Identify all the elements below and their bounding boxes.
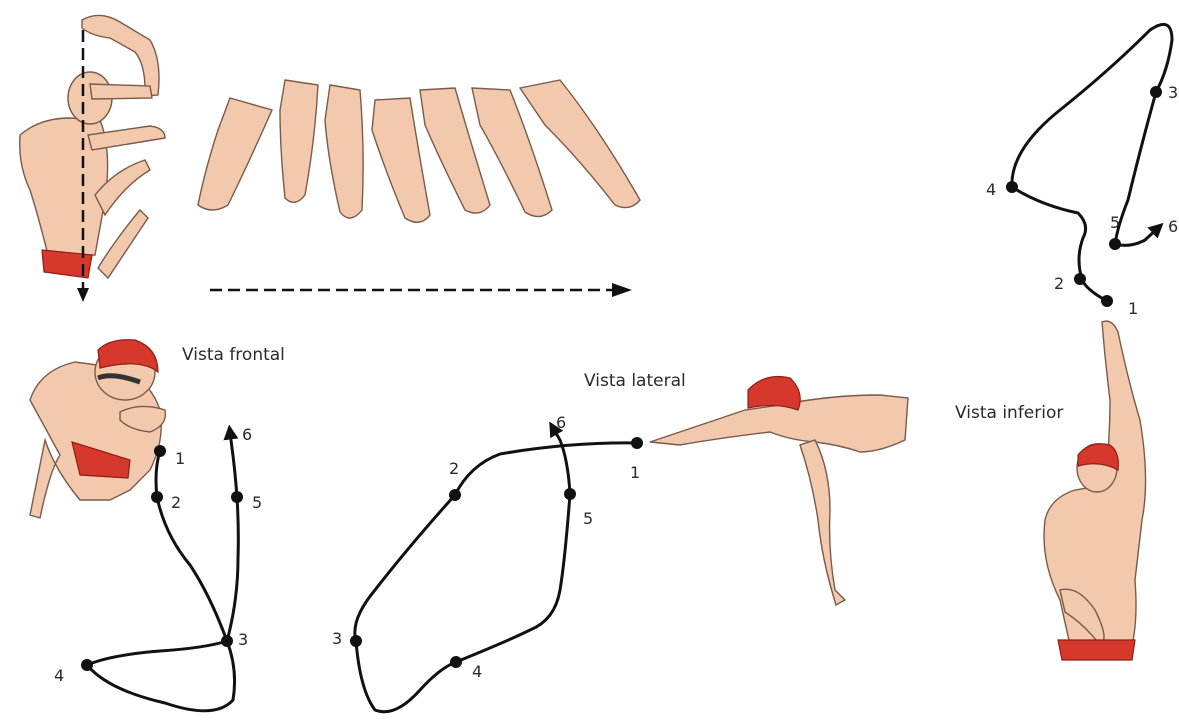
lateral-path	[355, 428, 637, 712]
lateral-point-4: 4	[472, 662, 482, 681]
inferior-point-4: 4	[986, 180, 996, 199]
inferior-swimmer-figure	[1044, 321, 1146, 660]
label-vista-inferior: Vista inferior	[955, 403, 1063, 423]
lateral-swimmer-figure	[650, 377, 908, 606]
inferior-path	[1012, 24, 1172, 301]
lateral-point-6: 6	[556, 413, 566, 432]
top-left-arm-sequence	[20, 15, 165, 278]
frontal-swimmer-figure	[30, 340, 165, 518]
frontal-point-6: 6	[242, 425, 252, 444]
frontal-point-5: 5	[252, 493, 262, 512]
lateral-points	[350, 437, 643, 668]
frontal-point-3: 3	[238, 630, 248, 649]
frontal-point-2: 2	[171, 493, 181, 512]
lateral-point-1: 1	[630, 463, 640, 482]
horizontal-arrow-head	[612, 283, 632, 297]
vertical-arrow-head	[77, 288, 89, 302]
label-vista-frontal: Vista frontal	[182, 345, 285, 365]
lateral-point-3: 3	[332, 629, 342, 648]
frontal-point-1: 1	[175, 449, 185, 468]
inferior-point-6: 6	[1168, 217, 1178, 236]
inferior-point-1: 1	[1128, 299, 1138, 318]
hand-sequence	[198, 80, 640, 222]
inferior-point-3: 3	[1168, 83, 1178, 102]
inferior-point-5: 5	[1110, 213, 1120, 232]
frontal-point-4: 4	[54, 666, 64, 685]
label-vista-lateral: Vista lateral	[584, 371, 686, 391]
inferior-point-2: 2	[1054, 274, 1064, 293]
swim-cap-lateral	[748, 377, 800, 411]
lateral-point-5: 5	[583, 509, 593, 528]
lateral-point-2: 2	[449, 459, 459, 478]
